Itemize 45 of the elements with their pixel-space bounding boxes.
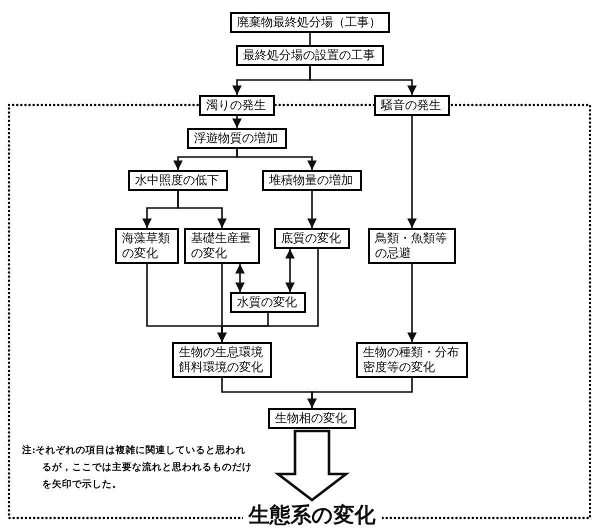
arrow: [177, 191, 227, 228]
step-label: 騒音の発生: [381, 98, 442, 113]
process-box: [374, 95, 450, 116]
process-box: [268, 408, 356, 429]
process-box: [368, 228, 456, 264]
step-label: 生物の種類・分布密度等の変化: [363, 345, 460, 375]
process-box: [262, 170, 362, 191]
note-text: 注:それぞれの項目は複雑に関連していると思われるが，ここでは主要な流れと思われるものだけを矢印で示した。: [22, 444, 253, 492]
result-heading: 生態系の変化: [242, 502, 382, 528]
process-box: [115, 228, 179, 264]
process-box: [187, 128, 287, 149]
process-box: [199, 95, 275, 116]
arrow: [309, 66, 417, 95]
block-arrow: [274, 430, 350, 502]
arrow: [307, 191, 317, 228]
process-box: [274, 228, 350, 249]
step-label: 最終処分場の設置の工事: [243, 48, 376, 63]
step-label: 濁りの発生: [206, 98, 267, 113]
step-label: 基礎生産量の変化: [191, 231, 252, 261]
process-box: [128, 170, 228, 191]
process-box: [230, 292, 306, 313]
arrow: [236, 149, 317, 170]
double-arrow: [285, 249, 295, 292]
arrow: [232, 116, 242, 128]
step-label: 堆積物量の増加: [269, 173, 354, 188]
double-arrow: [235, 264, 245, 292]
process-box: [356, 342, 468, 378]
step-label: 底質の変化: [281, 231, 342, 246]
arrow: [407, 116, 417, 228]
connector-line: [309, 33, 311, 45]
step-label: 鳥類・魚類等の忌避: [375, 231, 448, 261]
process-box: [172, 342, 272, 378]
process-box: [236, 45, 384, 66]
arrow: [217, 249, 319, 342]
step-label: 水中照度の低下: [135, 173, 220, 188]
arrow: [307, 378, 413, 408]
process-box: [184, 228, 260, 264]
step-label: 生物相の変化: [275, 411, 348, 426]
step-label: 海藻草類の変化: [122, 231, 171, 261]
arrow: [407, 264, 417, 342]
step-label: 水質の変化: [237, 295, 298, 310]
step-label: 生物の生息環境餌料環境の変化: [179, 345, 264, 375]
step-label: 浮遊物質の増加: [194, 131, 279, 146]
step-label: 廃棄物最終処分場（工事）: [237, 15, 382, 30]
process-box: [230, 12, 390, 33]
